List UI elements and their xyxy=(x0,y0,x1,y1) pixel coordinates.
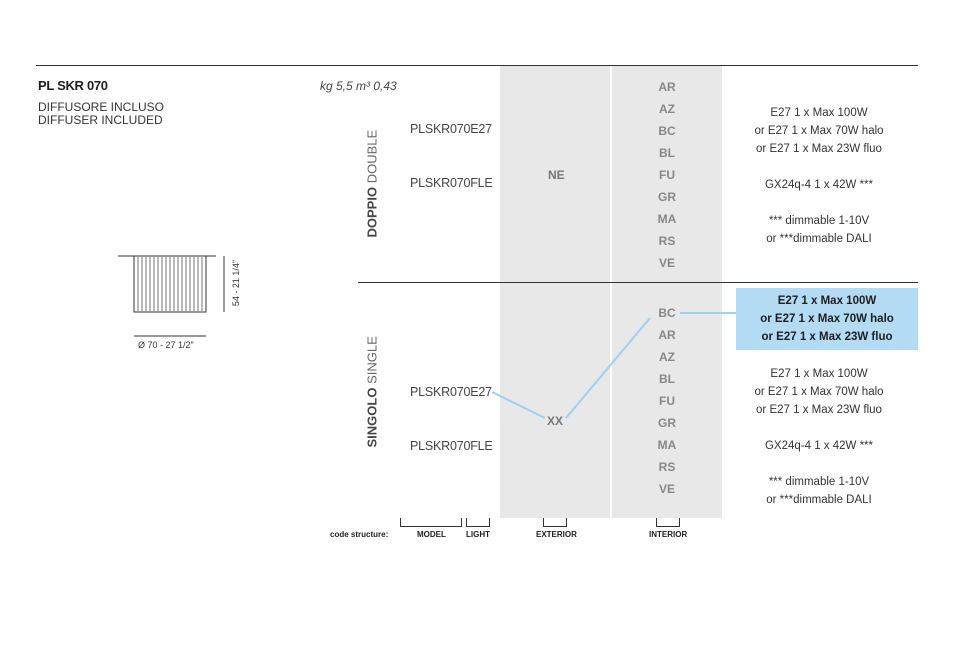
product-title: PL SKR 070 xyxy=(38,78,108,93)
list-item: GR xyxy=(658,416,676,430)
product-subtitle-it: DIFFUSORE INCLUSO xyxy=(38,100,165,114)
interior-bracket xyxy=(656,518,680,527)
spec-line: or E27 1 x Max 23W fluo xyxy=(756,404,882,416)
list-item: AZ xyxy=(659,350,675,364)
interior-column-band xyxy=(612,66,722,518)
double-code-fle: PLSKR070FLE xyxy=(410,176,493,190)
spec-line: *** dimmable 1-10V xyxy=(768,476,870,488)
single-code-e27: PLSKR070E27 xyxy=(410,385,492,399)
spec-line: *** dimmable 1-10V xyxy=(768,215,870,227)
spec-line: E27 1 x Max 100W xyxy=(770,107,868,119)
double-code-e27: PLSKR070E27 xyxy=(410,122,492,136)
highlight-line: E27 1 x Max 100W xyxy=(777,295,877,307)
list-item: BL xyxy=(659,146,675,160)
list-item: AR xyxy=(658,80,676,94)
double-specs: E27 1 x Max 100W or E27 1 x Max 70W halo… xyxy=(722,104,916,248)
highlighted-spec-box: E27 1 x Max 100W or E27 1 x Max 70W halo… xyxy=(736,288,918,350)
lamp-drawing xyxy=(118,255,225,337)
spec-line: GX24q-4 1 x 42W *** xyxy=(764,179,874,191)
list-item: RS xyxy=(658,460,676,474)
code-structure-interior: INTERIOR xyxy=(649,530,688,539)
light-bracket xyxy=(466,518,490,527)
list-item: VE xyxy=(658,256,675,270)
exterior-bracket xyxy=(543,518,567,527)
product-subtitle-en: DIFFUSER INCLUDED xyxy=(38,113,163,127)
list-item: FU xyxy=(659,168,675,182)
highlight-line: or E27 1 x Max 23W fluo xyxy=(761,331,893,343)
spec-line: GX24q-4 1 x 42W *** xyxy=(764,440,874,452)
code-structure-light: LIGHT xyxy=(466,530,490,539)
code-structure-exterior: EXTERIOR xyxy=(536,530,577,539)
double-exterior-code: NE xyxy=(548,168,565,182)
list-item: BC xyxy=(658,124,676,138)
exterior-column-band xyxy=(500,66,610,518)
top-rule xyxy=(36,65,918,66)
single-exterior-code: XX xyxy=(547,414,564,428)
code-structure-label: code structure: xyxy=(330,530,389,539)
spec-line: or E27 1 x Max 70W halo xyxy=(754,125,884,137)
model-bracket xyxy=(400,518,462,527)
list-item: GR xyxy=(658,190,676,204)
highlight-line: or E27 1 x Max 70W halo xyxy=(760,313,894,325)
spec-line: or ***dimmable DALI xyxy=(766,233,872,245)
list-item: BC xyxy=(658,306,676,320)
list-item: BL xyxy=(659,372,675,386)
single-specs: E27 1 x Max 100W or E27 1 x Max 70W halo… xyxy=(722,365,916,509)
section-divider xyxy=(358,282,918,283)
list-item: FU xyxy=(659,394,675,408)
single-interior-list: BC AR AZ BL FU GR MA RS VE xyxy=(637,302,697,500)
diameter-dimension: Ø 70 - 27 1/2" xyxy=(138,340,194,350)
single-code-fle: PLSKR070FLE xyxy=(410,439,493,453)
list-item: MA xyxy=(657,212,677,226)
spec-line: or E27 1 x Max 23W fluo xyxy=(756,143,882,155)
spec-line: or E27 1 x Max 70W halo xyxy=(754,386,884,398)
product-weight: kg 5,5 m³ 0,43 xyxy=(320,79,397,93)
list-item: MA xyxy=(657,438,677,452)
list-item: AR xyxy=(658,328,676,342)
spec-line: or ***dimmable DALI xyxy=(766,494,872,506)
list-item: VE xyxy=(658,482,675,496)
double-interior-list: AR AZ BC BL FU GR MA RS VE xyxy=(637,76,697,274)
spec-line: E27 1 x Max 100W xyxy=(770,368,868,380)
code-structure-model: MODEL xyxy=(417,530,446,539)
list-item: AZ xyxy=(659,102,675,116)
list-item: RS xyxy=(658,234,676,248)
